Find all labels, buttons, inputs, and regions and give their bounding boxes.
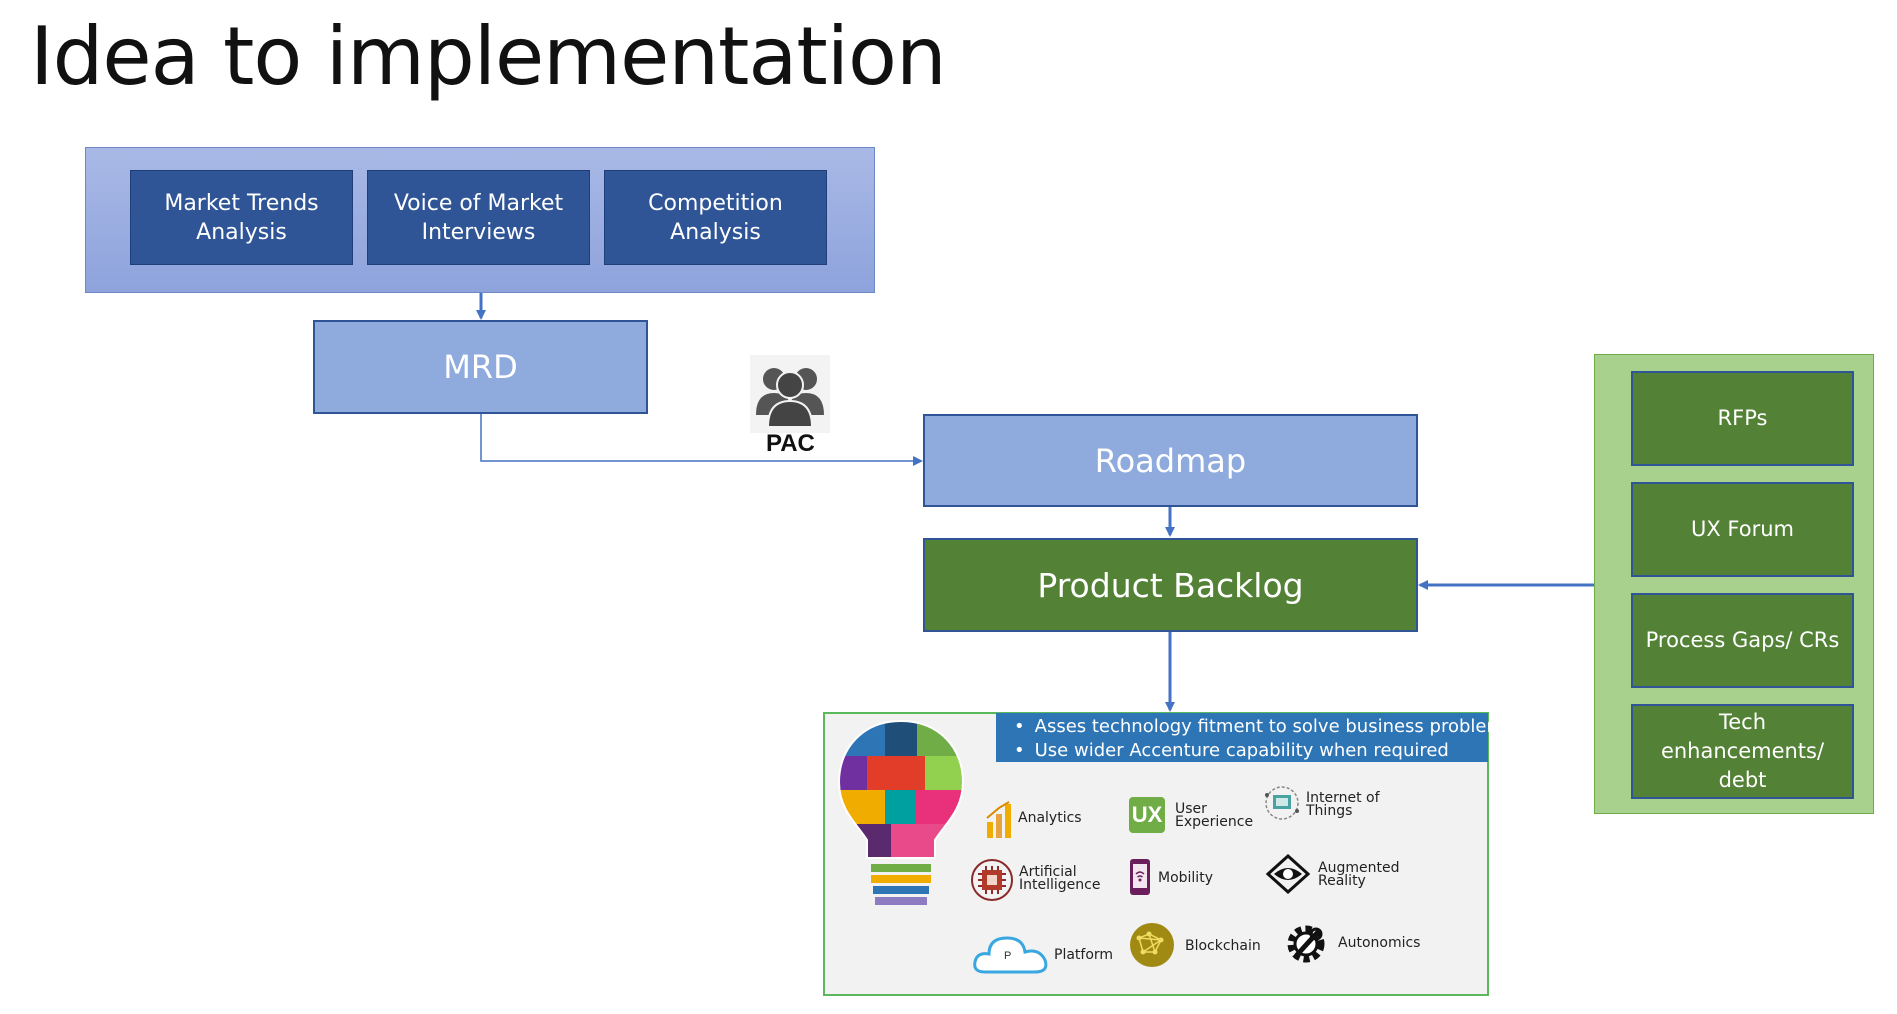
ar-line1: Augmented bbox=[1318, 860, 1400, 876]
platform-text: Platform bbox=[1054, 947, 1114, 963]
voice-of-market-line2: Interviews bbox=[421, 219, 536, 245]
autonomics-label: Autonomics bbox=[1338, 935, 1421, 951]
product-backlog-box: Product Backlog bbox=[923, 538, 1418, 632]
platform-label: Platform bbox=[1054, 947, 1114, 963]
gear-wrench-icon bbox=[1282, 920, 1330, 968]
mrd-label: MRD bbox=[443, 348, 518, 386]
iot-icon bbox=[1263, 785, 1301, 821]
voice-of-market-line1: Voice of Market bbox=[393, 190, 564, 216]
ux-icon: UX bbox=[1129, 797, 1165, 833]
mrd-box: MRD bbox=[313, 320, 648, 414]
tech-debt-line1: Tech bbox=[1718, 710, 1767, 734]
ux-line1: User bbox=[1175, 801, 1207, 817]
tech-debt-line3: debt bbox=[1718, 768, 1767, 792]
rfps-box: RFPs bbox=[1631, 371, 1854, 466]
arrow-mrd-to-roadmap bbox=[480, 414, 923, 466]
cloud-icon-text: P bbox=[1004, 950, 1012, 962]
ai-line1: Artificial bbox=[1019, 864, 1077, 880]
process-gaps-label: Process Gaps/ CRs bbox=[1645, 628, 1840, 652]
ai-line2: Intelligence bbox=[1019, 877, 1101, 893]
bullet-item: Use wider Accenture capability when requ… bbox=[1032, 739, 1488, 763]
cloud-icon: P bbox=[971, 930, 1051, 978]
blockchain-label: Blockchain bbox=[1185, 938, 1261, 954]
market-trends-line1: Market Trends bbox=[164, 190, 319, 216]
iot-line2: Things bbox=[1306, 803, 1353, 819]
iot-line1: Internet of bbox=[1306, 790, 1380, 806]
ar-eye-icon bbox=[1265, 853, 1311, 895]
artificial-intelligence-label: Artificial Intelligence bbox=[1019, 864, 1101, 893]
lightbulb-infographic-icon bbox=[835, 718, 967, 908]
pac-label: PAC bbox=[766, 430, 815, 457]
technology-bullets: Asses technology fitment to solve busine… bbox=[996, 713, 1504, 763]
competition-analysis-line2: Analysis bbox=[670, 219, 761, 245]
ux-icon-text: UX bbox=[1131, 802, 1163, 827]
autonomics-text: Autonomics bbox=[1338, 935, 1421, 951]
ux-line2: Experience bbox=[1175, 814, 1254, 830]
people-group-icon bbox=[750, 355, 830, 433]
product-backlog-label: Product Backlog bbox=[1037, 565, 1304, 605]
analytics-text: Analytics bbox=[1018, 810, 1082, 826]
iot-label: Internet of Things bbox=[1306, 790, 1380, 819]
analytics-label: Analytics bbox=[1018, 810, 1082, 826]
roadmap-box: Roadmap bbox=[923, 414, 1418, 507]
ux-forum-box: UX Forum bbox=[1631, 482, 1854, 577]
blockchain-icon bbox=[1127, 922, 1177, 968]
ux-forum-label: UX Forum bbox=[1690, 517, 1794, 541]
ar-line2: Reality bbox=[1318, 873, 1366, 889]
mobility-text: Mobility bbox=[1158, 870, 1213, 886]
process-gaps-box: Process Gaps/ CRs bbox=[1631, 593, 1854, 688]
roadmap-label: Roadmap bbox=[1094, 441, 1247, 480]
augmented-reality-label: Augmented Reality bbox=[1318, 860, 1400, 889]
user-experience-label: User Experience bbox=[1175, 801, 1254, 830]
rfps-label: RFPs bbox=[1717, 406, 1768, 430]
tech-debt-box: Tech enhancements/debt bbox=[1631, 704, 1854, 799]
market-trends-line2: Analysis bbox=[196, 219, 287, 245]
mobility-label: Mobility bbox=[1158, 870, 1213, 886]
competition-analysis-line1: Competition bbox=[648, 190, 783, 216]
tech-debt-line2: enhancements/ bbox=[1660, 739, 1825, 763]
bullet-item: Asses technology fitment to solve busine… bbox=[1032, 715, 1504, 739]
analytics-icon bbox=[985, 800, 1015, 840]
blockchain-text: Blockchain bbox=[1185, 938, 1261, 954]
page-title: Idea to implementation bbox=[30, 10, 947, 103]
ai-chip-icon bbox=[968, 858, 1016, 902]
mobile-phone-icon bbox=[1127, 858, 1153, 896]
